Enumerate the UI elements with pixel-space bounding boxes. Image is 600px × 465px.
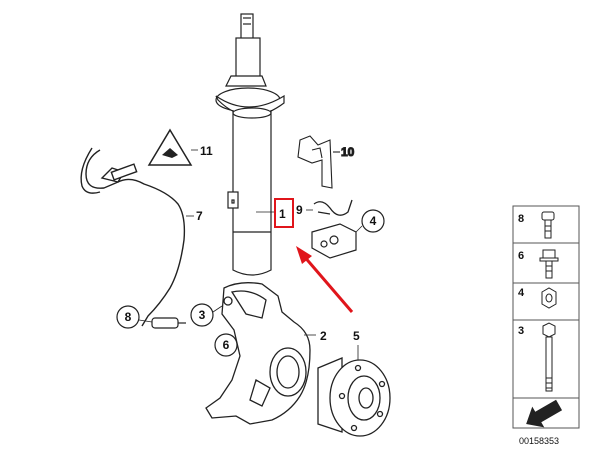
callout-6-label: 6 bbox=[223, 338, 230, 352]
direction-arrow-icon bbox=[526, 399, 563, 428]
flange-bolt-icon bbox=[539, 249, 559, 279]
callout-10-label[interactable]: 10 bbox=[340, 144, 355, 159]
mounting-bracket bbox=[311, 223, 357, 259]
hex-nut-icon bbox=[541, 287, 557, 309]
callout-11-label[interactable]: 11 bbox=[200, 144, 213, 158]
callout-2-label[interactable]: 2 bbox=[320, 329, 327, 343]
diagram-id: 00158353 bbox=[519, 436, 559, 446]
side-item-6-label: 6 bbox=[518, 250, 524, 262]
shock-absorber bbox=[215, 13, 285, 276]
wheel-hub bbox=[317, 357, 391, 437]
long-bolt-icon bbox=[542, 322, 556, 392]
retaining-clip bbox=[306, 199, 353, 216]
callout-3-label: 3 bbox=[199, 308, 206, 322]
callout-4-label: 4 bbox=[370, 214, 377, 228]
side-item-4-label: 4 bbox=[518, 287, 525, 299]
bracket-plate: 10 bbox=[297, 135, 355, 189]
callout-8[interactable]: 8 bbox=[116, 305, 153, 329]
callout-7-label[interactable]: 7 bbox=[196, 209, 203, 223]
warning-label: 11 bbox=[147, 128, 213, 166]
callout-8-label: 8 bbox=[125, 310, 132, 324]
side-item-3-label: 3 bbox=[518, 325, 524, 337]
callout-5-label[interactable]: 5 bbox=[353, 329, 360, 343]
callout-9-label[interactable]: 9 bbox=[296, 203, 303, 217]
hex-socket-bolt-icon bbox=[541, 211, 555, 239]
highlight-box bbox=[274, 198, 294, 228]
side-item-8-label: 8 bbox=[518, 213, 524, 225]
callout-4[interactable]: 4 bbox=[355, 209, 385, 233]
steering-knuckle bbox=[205, 282, 311, 425]
sensor-lead bbox=[80, 147, 186, 327]
hardware-side-panel: 8 6 4 3 bbox=[512, 205, 580, 429]
callout-3[interactable]: 3 bbox=[190, 303, 223, 327]
highlight-arrow bbox=[296, 246, 354, 313]
callout-1-label: 1 bbox=[279, 207, 286, 221]
sensor-connector bbox=[151, 317, 186, 329]
callout-1[interactable]: 1 bbox=[274, 198, 294, 228]
